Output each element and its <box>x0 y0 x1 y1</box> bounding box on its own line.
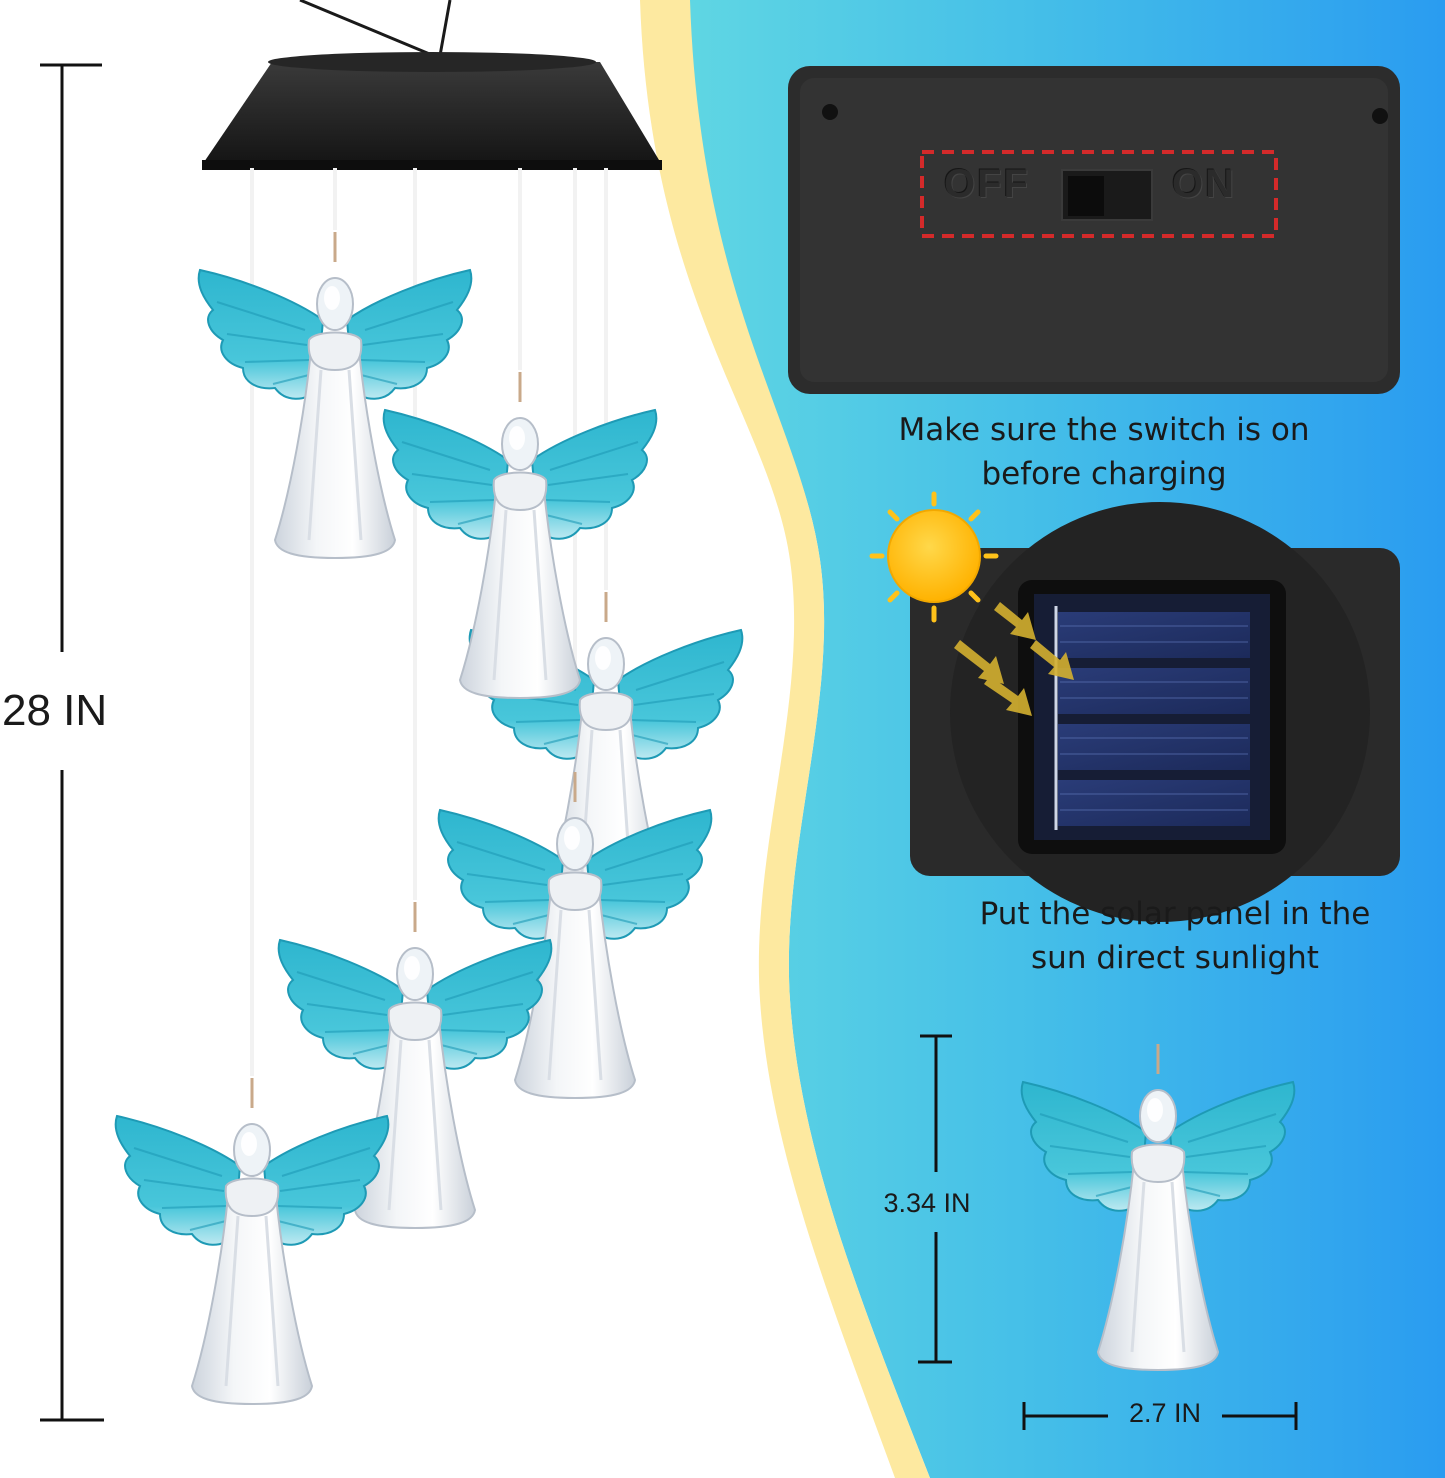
angel-pendant <box>114 1076 390 1406</box>
sun-icon <box>869 491 999 623</box>
switch-off-label: OFF <box>944 162 1030 206</box>
solar-caption: Put the solar panel in the sun direct su… <box>979 896 1371 976</box>
switch-panel-photo <box>788 66 1400 394</box>
switch-caption: Make sure the switch is on before chargi… <box>898 412 1310 492</box>
height-dimension-line <box>40 63 104 1422</box>
solar-cap <box>202 52 662 170</box>
switch-toggle <box>1068 176 1104 216</box>
switch-on-label: ON <box>1172 162 1236 206</box>
angel-width-line <box>1022 1402 1298 1430</box>
angel-height-label: 3.34 IN <box>883 1188 971 1218</box>
sunlight-arrows-icon <box>954 602 1074 716</box>
overall-height-label: 28 IN <box>0 686 124 736</box>
solar-panel-photo <box>910 502 1400 922</box>
angel-width-label: 2.7 IN <box>1128 1398 1202 1428</box>
angel-height-line <box>918 1034 952 1364</box>
